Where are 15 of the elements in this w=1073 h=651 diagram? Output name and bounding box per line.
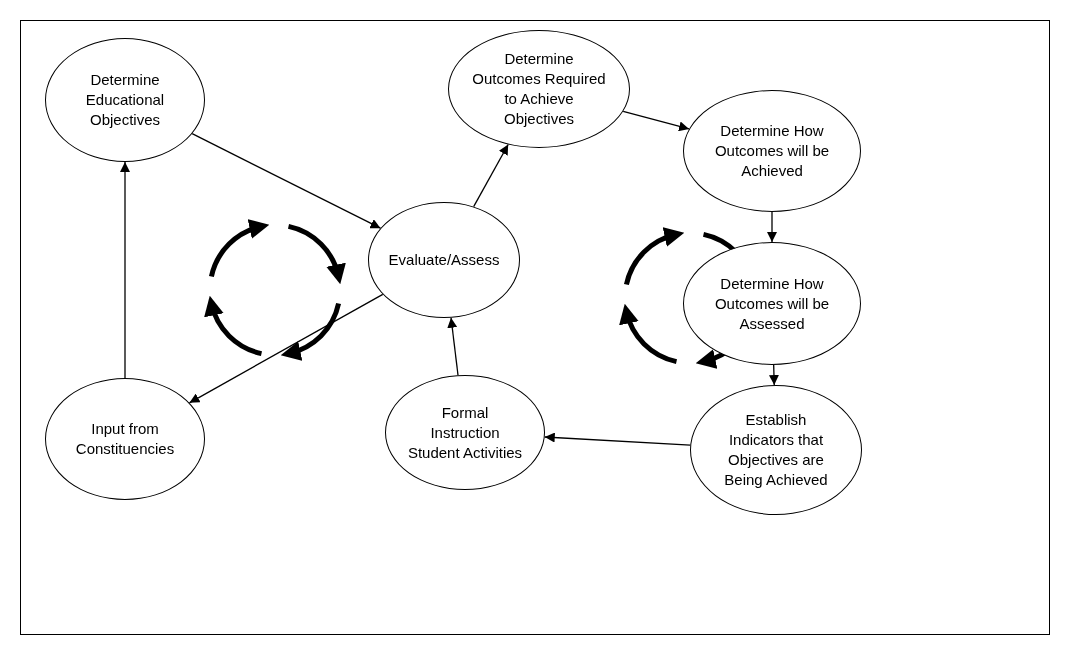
node-label: Evaluate/Assess (388, 250, 500, 270)
arrow (768, 364, 779, 386)
arrow (447, 317, 459, 376)
node-label: Input from Constituencies (74, 419, 176, 459)
node-label: Determine Educational Objectives (84, 70, 166, 130)
arrow (544, 432, 691, 446)
node-label: Determine Outcomes Required to Achieve Objectives (471, 49, 607, 129)
node-label: Determine How Outcomes will be Assessed (713, 273, 831, 334)
arrow (622, 110, 690, 132)
node-label: Determine How Outcomes will be Achieved (713, 121, 831, 181)
node-label: Establish Indicators that Objectives are Being Achieved (723, 410, 829, 490)
node-label: Formal Instruction Student Activities (406, 402, 524, 463)
arrow (767, 211, 777, 243)
arrow (120, 161, 130, 379)
arrow (473, 143, 509, 208)
